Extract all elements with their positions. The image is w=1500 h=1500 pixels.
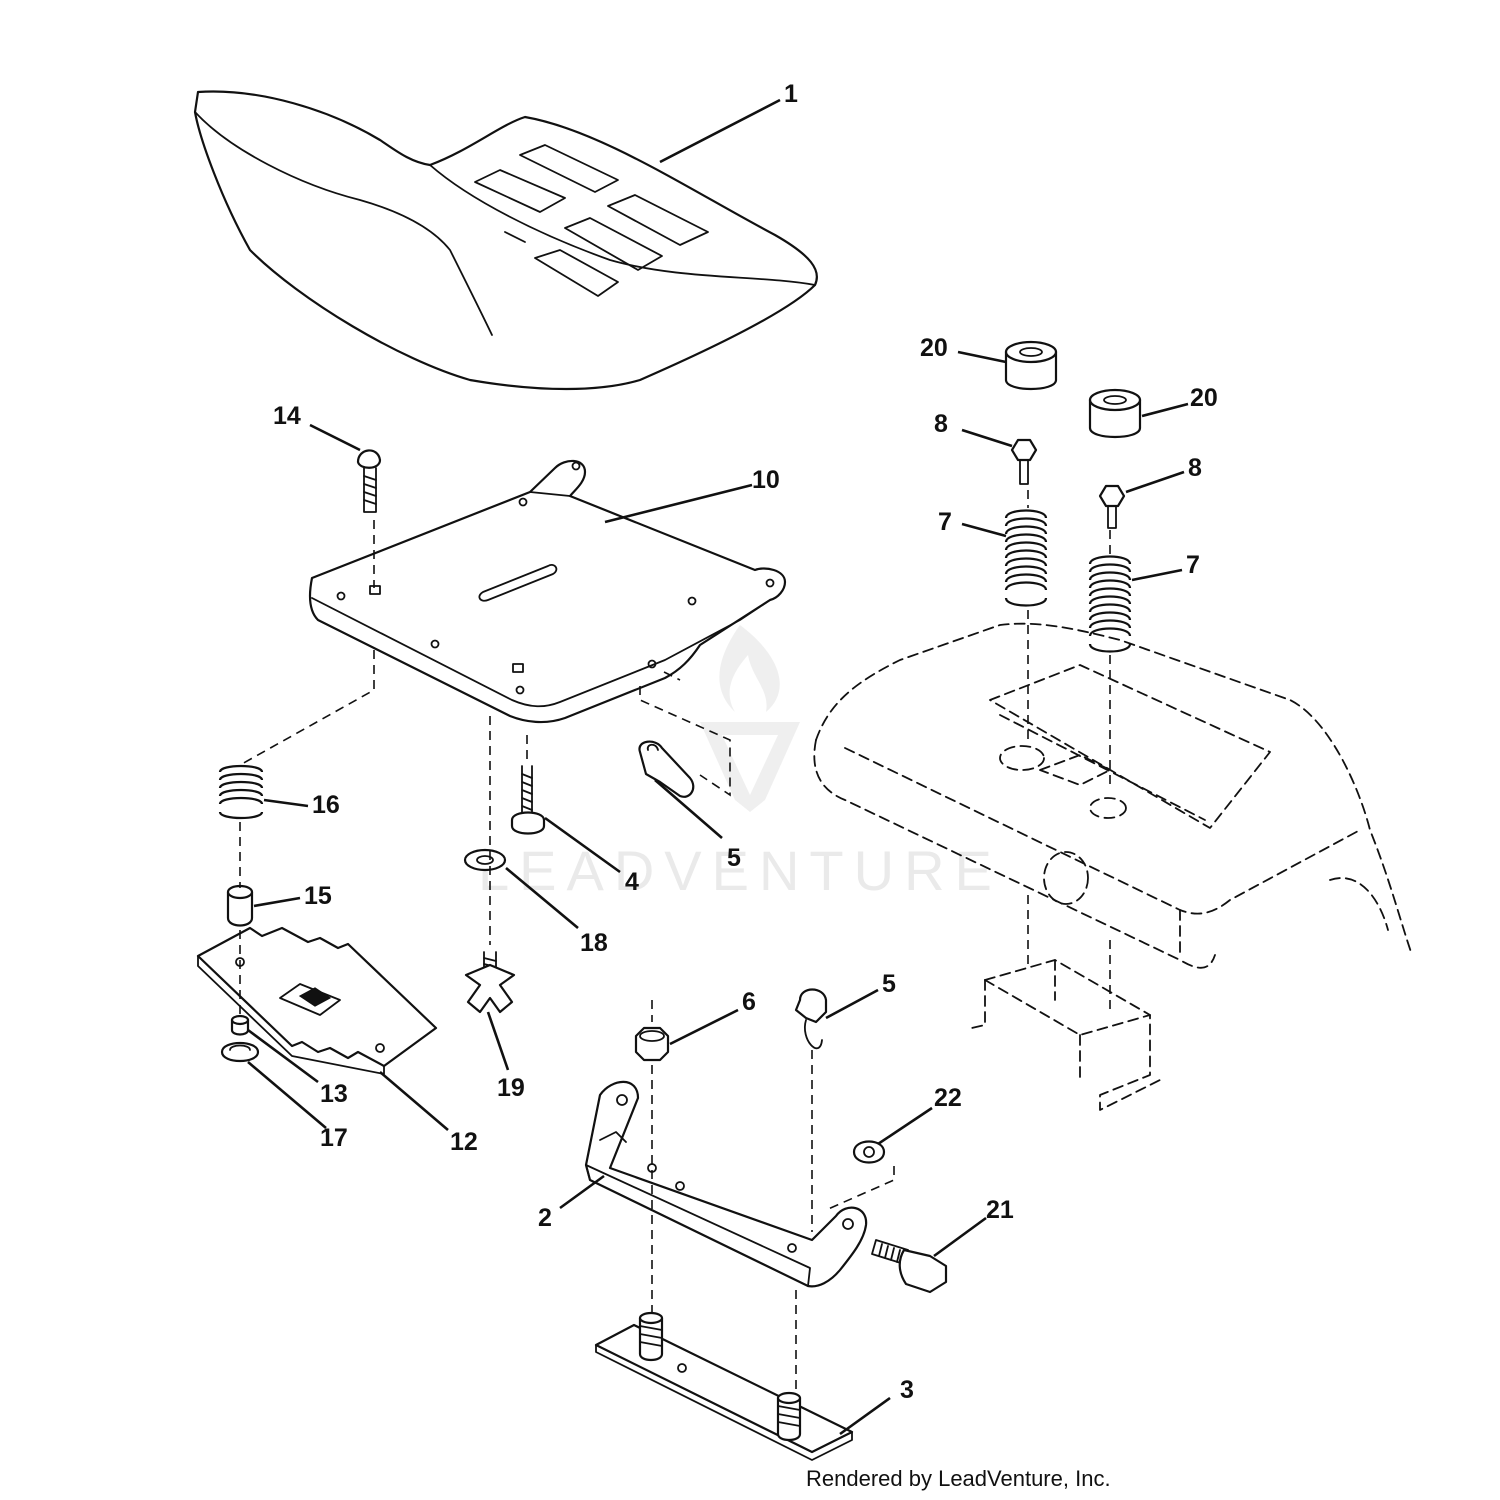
callout-7-b: 7 xyxy=(1186,551,1200,579)
callout-18: 18 xyxy=(580,929,608,957)
screw-part-a xyxy=(1010,438,1038,485)
leadventure-logo-watermark xyxy=(700,625,800,812)
hex-nut-part xyxy=(852,1140,886,1164)
small-spring-part xyxy=(218,764,264,820)
carriage-bolt-part xyxy=(356,449,382,513)
watermark: LEADVENTURE xyxy=(478,625,1002,902)
screw-part-b xyxy=(1098,484,1126,529)
callout-4: 4 xyxy=(625,868,639,896)
spacer-part-a xyxy=(1004,340,1058,390)
watermark-text: LEADVENTURE xyxy=(478,839,1002,902)
callout-20-b: 20 xyxy=(1190,384,1218,412)
wire-clip-part-lower xyxy=(794,988,828,1050)
spacer-part-b xyxy=(1088,388,1142,438)
pivot-bolt-part xyxy=(871,1239,948,1294)
adjustment-knob-part xyxy=(464,951,516,1014)
bushing-part xyxy=(226,884,254,927)
flange-nut-part xyxy=(220,1041,260,1063)
seat-hinge-bracket-part xyxy=(584,1080,868,1288)
callout-14: 14 xyxy=(273,402,301,430)
callout-1: 1 xyxy=(784,80,798,108)
seat-part xyxy=(193,90,818,391)
callout-7-a: 7 xyxy=(938,508,952,536)
flat-washer-part xyxy=(463,848,507,872)
callout-6: 6 xyxy=(742,988,756,1016)
callout-17: 17 xyxy=(320,1124,348,1152)
lock-nut-part xyxy=(634,1026,670,1062)
base-plate-part xyxy=(594,1311,854,1461)
callout-13: 13 xyxy=(320,1080,348,1108)
render-credit: Rendered by LeadVenture, Inc. xyxy=(806,1466,1111,1491)
callout-8-b: 8 xyxy=(1188,454,1202,482)
callout-16: 16 xyxy=(312,791,340,819)
callout-10: 10 xyxy=(752,466,780,494)
callout-19: 19 xyxy=(497,1074,525,1102)
wire-clip-part-upper xyxy=(638,740,695,798)
callout-20-a: 20 xyxy=(920,334,948,362)
shoulder-bolt-part xyxy=(230,1014,250,1036)
callout-3: 3 xyxy=(900,1376,914,1404)
callout-labels: 1 14 10 20 20 8 8 7 7 16 15 4 5 18 6 5 1… xyxy=(273,80,1218,1404)
callout-5-upper: 5 xyxy=(727,844,741,872)
callout-8-a: 8 xyxy=(934,410,948,438)
callout-15: 15 xyxy=(304,882,332,910)
fender-reference-outline xyxy=(813,622,1413,1111)
hex-bolt-washer-part xyxy=(510,765,546,835)
seat-pan-part xyxy=(308,459,787,724)
leader-lines xyxy=(247,98,1189,1436)
callout-22: 22 xyxy=(934,1084,962,1112)
spring-part-a xyxy=(1004,509,1048,607)
callout-21: 21 xyxy=(986,1196,1014,1224)
callout-5-lower: 5 xyxy=(882,970,896,998)
callout-12: 12 xyxy=(450,1128,478,1156)
callout-2: 2 xyxy=(538,1204,552,1232)
assembly-guide-lines xyxy=(239,490,1111,1392)
spring-part-b xyxy=(1088,555,1132,653)
